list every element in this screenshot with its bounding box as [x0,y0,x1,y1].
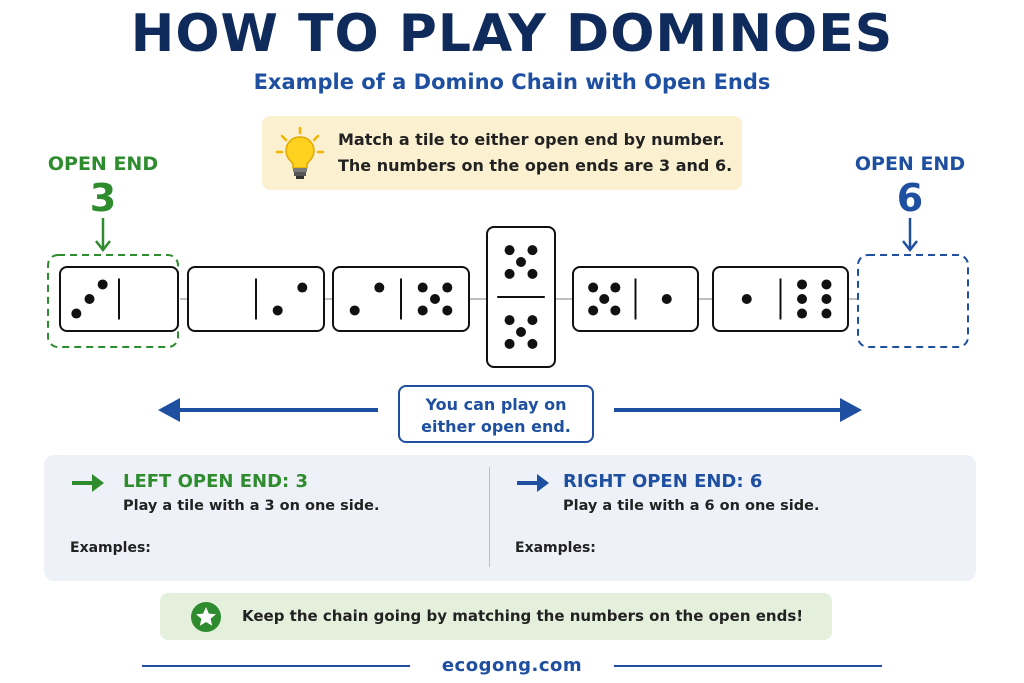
pip [610,305,621,316]
pip [741,294,752,304]
chain-tile-2 [187,266,325,332]
pip [504,338,515,349]
left-open-end-label: OPEN END [47,153,159,175]
chain-tile-5 [572,266,699,332]
right-examples-label: Examples: [515,540,596,556]
left-panel-heading: LEFT OPEN END: 3 [123,471,309,492]
center-note-line-2: either open end. [421,417,571,436]
pip [417,282,428,293]
examples-panel [44,455,976,581]
page-subtitle: Example of a Domino Chain with Open Ends [253,70,771,94]
left-examples-label: Examples: [70,540,151,556]
star-icon [191,602,221,632]
panel-divider [489,467,490,567]
tip-line-1: Match a tile to either open end by numbe… [338,130,725,149]
left-end-arrow [95,218,111,253]
pip [661,294,672,304]
right-open-end-label: OPEN END [854,153,966,175]
tip-line-2: The numbers on the open ends are 3 and 6… [338,156,733,175]
pip [588,305,599,316]
pip [504,315,515,326]
chain-tile-1 [59,266,179,332]
pip [374,282,385,293]
pip [821,308,832,319]
pip [71,308,82,319]
right-open-end-number: 6 [896,176,924,220]
right-direction-arrow [614,398,862,422]
right-open-end-slot [857,254,969,348]
pip [417,305,428,316]
left-direction-arrow [158,398,378,422]
chain-tile-4 [486,226,556,368]
center-note: You can play on either open end. [398,385,594,443]
pip [797,308,808,319]
lightbulb-icon [276,126,324,179]
pip [297,282,308,293]
pip [504,245,515,256]
pip [442,282,453,293]
pip [516,257,526,267]
right-panel-heading: RIGHT OPEN END: 6 [563,471,763,492]
pip [442,305,453,316]
left-open-end-number: 3 [89,176,117,220]
pip [516,327,526,337]
right-arrow-icon [517,474,549,492]
pip [97,279,108,290]
page-title: HOW TO PLAY DOMINOES [130,4,894,64]
pip [527,315,538,326]
pip [821,294,832,304]
pip [527,338,538,349]
pip [527,245,538,256]
pip [797,294,808,304]
pip [84,294,95,304]
chain-tile-6 [712,266,849,332]
right-end-arrow [902,218,918,253]
footer-site: ecogong.com [441,655,583,676]
left-panel-description: Play a tile with a 3 on one side. [123,498,380,514]
pip [527,268,538,279]
right-panel-description: Play a tile with a 6 on one side. [563,498,820,514]
pip [599,294,610,304]
pip [588,282,599,293]
bottom-message: Keep the chain going by matching the num… [242,607,804,625]
pip [349,305,360,316]
tip-box: Match a tile to either open end by numbe… [262,116,742,190]
pip [821,279,832,290]
left-arrow-icon [72,474,104,492]
pip [430,294,440,304]
center-note-line-1: You can play on [425,395,567,414]
bottom-message-box: Keep the chain going by matching the num… [160,593,832,640]
chain-tile-3 [332,266,470,332]
pip [610,282,621,293]
pip [797,279,808,290]
pip [504,268,515,279]
pip [272,305,283,316]
footer-line-right [614,665,882,667]
footer-line-left [142,665,410,667]
